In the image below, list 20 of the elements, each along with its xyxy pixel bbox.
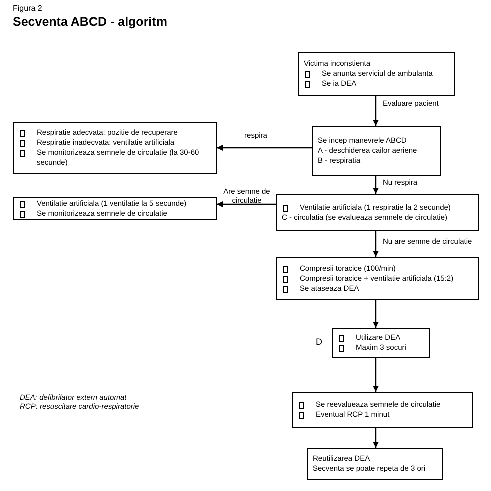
arrow [217, 202, 276, 208]
process-box [13, 197, 217, 220]
process-box [13, 122, 217, 174]
process-box [312, 126, 441, 176]
process-box [292, 392, 473, 428]
arrow [373, 428, 379, 448]
arrow [373, 300, 379, 328]
process-box [307, 448, 443, 480]
step-letter: D [316, 337, 322, 347]
arrow [373, 358, 379, 392]
arrow [373, 176, 379, 194]
arrow [217, 145, 312, 151]
figure-number: Figura 2 [13, 4, 42, 13]
arrow [373, 231, 379, 257]
title: Secventa ABCD - algoritm [13, 15, 168, 29]
process-box [276, 194, 479, 231]
arrow [373, 96, 379, 126]
process-box [276, 257, 479, 300]
process-box [332, 328, 430, 358]
process-box [298, 52, 455, 96]
